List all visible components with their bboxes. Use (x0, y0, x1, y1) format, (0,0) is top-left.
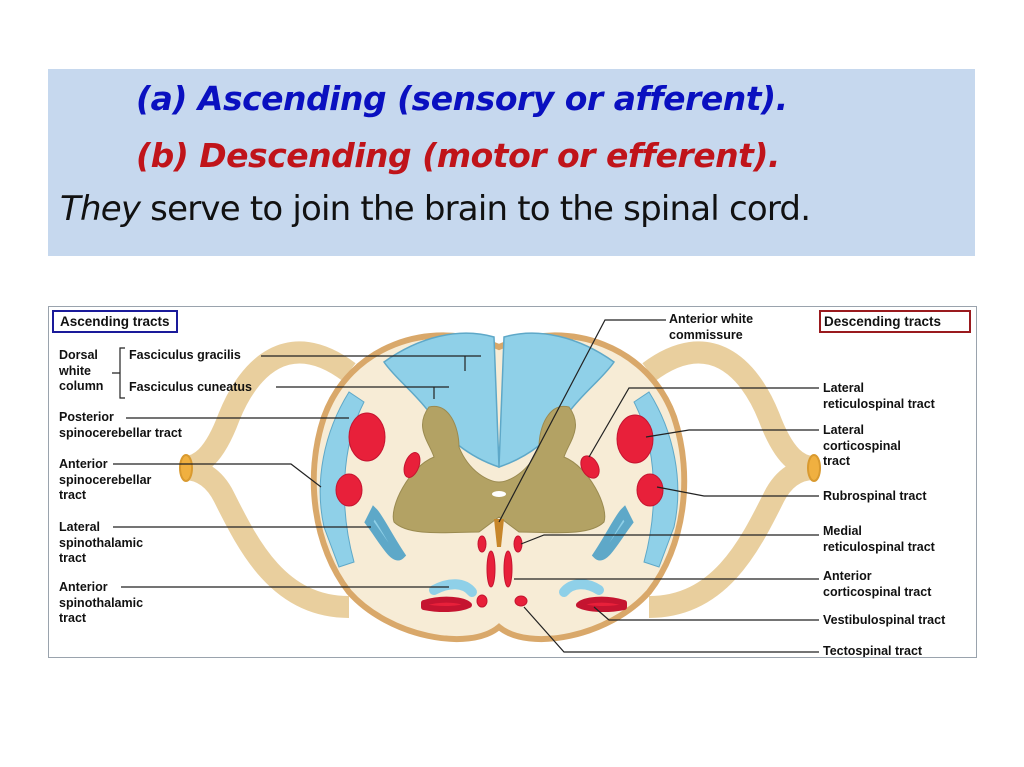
tract-left-reticulospinal (403, 452, 421, 478)
tract-left-vestibulospinal (421, 596, 472, 613)
label-line: white (59, 363, 91, 378)
label-line: Anterior white (669, 312, 754, 326)
label-anterior-spinothalamic: Anterior spinothalamic tract (59, 580, 143, 627)
label-line: reticulospinal tract (823, 396, 935, 411)
ascending-definition: (a) Ascending (sensory or afferent). (136, 79, 788, 118)
label-tectospinal: Tectospinal tract (823, 644, 923, 658)
tract-left-anterior-corticospinal (486, 550, 496, 588)
label-fasciculus-cuneatus: Fasciculus cuneatus (129, 380, 252, 394)
label-line: reticulospinal tract (823, 539, 935, 554)
tract-right-vestibulospinal (576, 596, 627, 613)
spinal-cord-cross-section-figure: Ascending tracts Descending tracts Dorsa… (48, 306, 977, 658)
anterior-spinothalamic-band-right (559, 579, 604, 597)
tract-left-rubrospinal (335, 473, 363, 507)
label-line: Lateral (823, 423, 864, 437)
label-line: tract (59, 611, 87, 625)
label-line: corticospinal (823, 438, 901, 453)
label-line: spinocerebellar (59, 472, 152, 487)
dorsal-white-column (382, 332, 616, 469)
function-statement-subject: They (60, 189, 141, 229)
label-line: Posterior (59, 410, 114, 424)
label-line: commissure (669, 327, 743, 342)
leader-lines (113, 319, 819, 653)
label-lateral-spinothalamic: Lateral spinothalamic tract (59, 520, 143, 567)
label-line: Lateral (59, 520, 100, 534)
function-statement: They serve to join the brain to the spin… (60, 189, 811, 229)
label-line: spinocerebellar tract (59, 425, 182, 440)
anterior-spinothalamic-band (429, 579, 477, 597)
label-line: Anterior (59, 580, 108, 594)
label-line: spinothalamic (59, 595, 144, 610)
tract-right-rubrospinal (636, 473, 664, 507)
label-line: tract (59, 551, 87, 565)
tract-right-lateral-reticulospinal (580, 455, 600, 479)
function-statement-rest: serve to join the brain to the spinal co… (140, 189, 811, 229)
descending-tract-markers (335, 412, 664, 613)
anterior-median-fissure (494, 519, 504, 547)
tract-right-tectospinal (514, 595, 528, 607)
label-line: Anterior (59, 457, 108, 471)
summary-banner: (a) Ascending (sensory or afferent). (b)… (48, 69, 975, 256)
tract-left-tectospinal (476, 594, 488, 608)
label-line: Dorsal (59, 348, 98, 362)
tract-right-corticospinal (616, 414, 654, 464)
tract-left-medial-reticulospinal (477, 535, 487, 553)
label-line: Medial (823, 524, 862, 538)
lateral-spinothalamic-band (364, 505, 407, 561)
label-line: corticospinal tract (823, 584, 932, 599)
tract-right-medial-reticulospinal (513, 535, 523, 553)
label-line: tract (823, 454, 851, 468)
label-lateral-corticospinal: Lateral corticospinal tract (823, 423, 901, 470)
label-anterior-corticospinal: Anterior corticospinal tract (823, 569, 931, 600)
label-medial-reticulospinal: Medial reticulospinal tract (823, 524, 935, 555)
label-vestibulospinal: Vestibulospinal tract (823, 613, 946, 627)
label-line: Lateral (823, 381, 864, 395)
label-dorsal-white-column: Dorsal white column (59, 348, 103, 395)
ascending-tracts-heading: Ascending tracts (52, 310, 178, 333)
label-anterior-white-commissure: Anterior white commissure (669, 312, 753, 343)
label-line: Anterior (823, 569, 872, 583)
label-line: column (59, 379, 104, 393)
tract-left-corticospinal (348, 412, 386, 462)
left-spinal-nerve (179, 341, 356, 618)
right-spinal-nerve (642, 341, 821, 618)
label-lateral-reticulospinal: Lateral reticulospinal tract (823, 381, 935, 412)
label-anterior-spinocerebellar: Anterior spinocerebellar tract (59, 457, 151, 504)
spinal-cord-diagram (113, 319, 821, 653)
label-fasciculus-gracilis: Fasciculus gracilis (129, 348, 241, 362)
label-rubrospinal: Rubrospinal tract (823, 489, 927, 503)
label-posterior-spinocerebellar: Posterior spinocerebellar tract (59, 410, 182, 441)
label-line: spinothalamic (59, 535, 144, 550)
tract-right-anterior-corticospinal (503, 550, 513, 588)
descending-definition: (b) Descending (motor or efferent). (136, 136, 780, 175)
label-line: tract (59, 488, 87, 502)
central-canal (492, 491, 506, 497)
lateral-spinothalamic-band-right (591, 505, 634, 561)
descending-tracts-heading: Descending tracts (819, 310, 971, 333)
